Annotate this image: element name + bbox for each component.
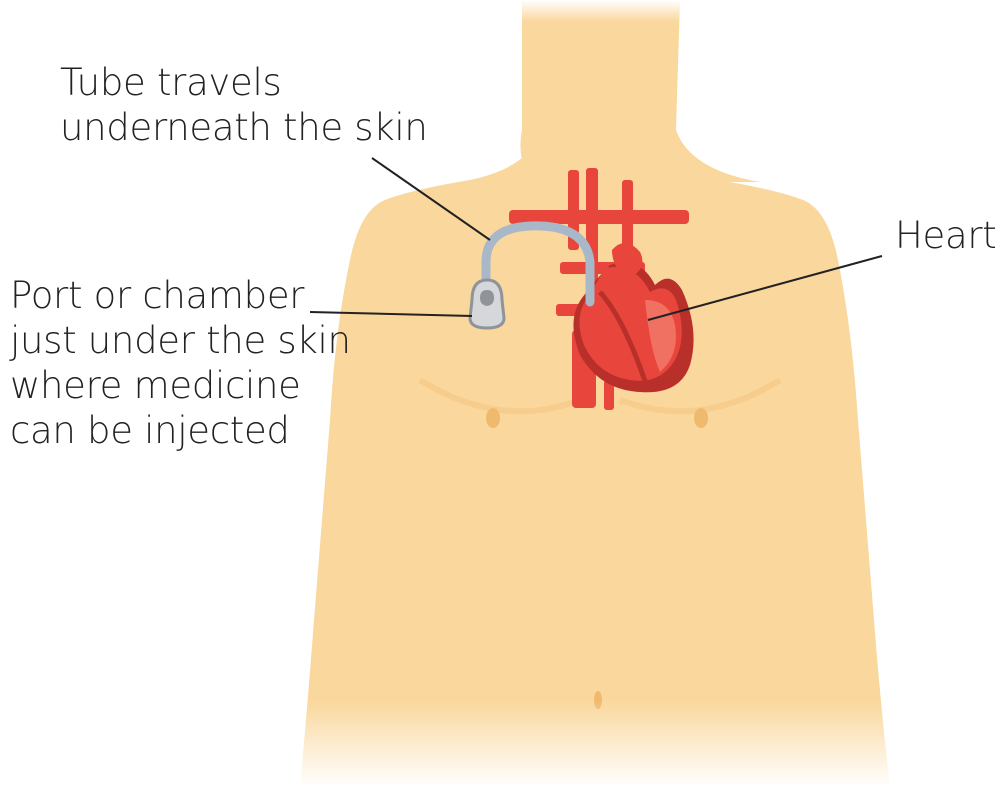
- heart-label: Heart: [895, 213, 996, 258]
- port-label-line: can be injected: [10, 408, 351, 453]
- port-label-line: just under the skin: [10, 318, 351, 363]
- port-device: [470, 280, 504, 328]
- tube-label-line: underneath the skin: [60, 105, 428, 150]
- port-label: Port or chamber just under the skin wher…: [10, 273, 351, 453]
- bottom-fade: [280, 700, 920, 787]
- heart-label-line: Heart: [895, 213, 996, 258]
- right-nipple: [694, 408, 708, 428]
- port-label-line: Port or chamber: [10, 273, 351, 318]
- left-nipple: [486, 408, 500, 428]
- port-label-line: where medicine: [10, 363, 351, 408]
- tube-label: Tube travels underneath the skin: [60, 60, 428, 150]
- tube-label-line: Tube travels: [60, 60, 428, 105]
